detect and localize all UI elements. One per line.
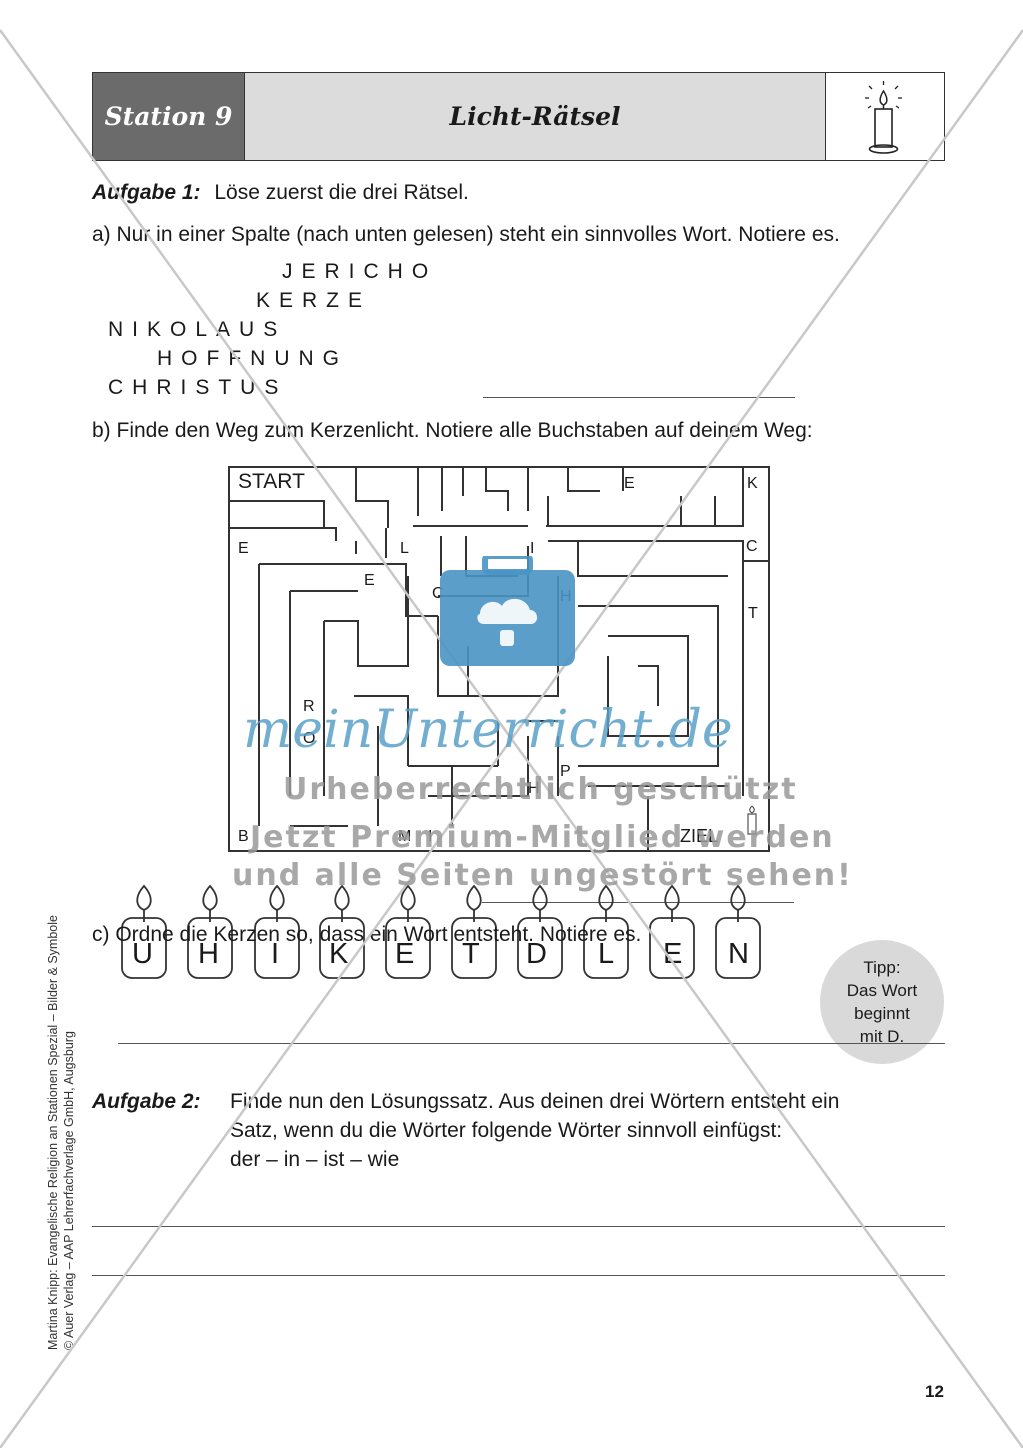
watermark-line: Jetzt Premium-Mitglied werden [250,820,835,855]
word-jericho: JERICHO [282,260,438,283]
candle-flame [136,884,152,911]
copyright-line: Martina Knipp: Evangelische Religion an … [46,915,60,1350]
answer-line-task2[interactable] [92,1275,945,1277]
copyright-note: Martina Knipp: Evangelische Religion an … [45,870,77,1350]
tip-line: beginnt [854,1004,910,1023]
station-header: Station 9 Licht-Rätsel [92,72,945,161]
tip-line: mit D. [859,1027,905,1046]
candle-letter: N [728,938,749,970]
task1-instruction: Aufgabe 1: Löse zuerst die drei Rätsel. [92,180,469,206]
task1a-text: a) Nur in einer Spalte (nach unten geles… [92,223,840,246]
copyright-line: © Auer Verlag – AAP Lehrerfachverlage Gm… [62,1031,76,1350]
candle-flame [202,884,218,911]
briefcase-logo-icon [440,553,575,666]
maze-start: START [238,470,305,493]
maze-letter: E [364,572,375,589]
tip-line: Tipp: [863,958,901,977]
tip-bubble: Tipp: Das Wort beginnt mit D. [820,940,944,1064]
task1-label: Aufgabe 1: [92,181,201,204]
task1-text: Löse zuerst die drei Rätsel. [214,181,469,204]
word-christus: CHRISTUS [108,376,288,399]
task2-line: Satz, wenn du die Wörter folgende Wörter… [230,1119,783,1142]
candle-letter: E [663,938,683,970]
watermark-line: Urheberrechtlich geschützt [283,772,798,807]
maze-letter: T [748,605,758,622]
task2-words: der – in – ist – wie [230,1148,400,1171]
word-kerze: KERZE [256,289,372,312]
tip-line: Das Wort [846,981,918,1000]
task2-label: Aufgabe 2: [92,1090,201,1113]
maze-letter: E [624,475,635,492]
answer-line-a[interactable] [483,397,795,399]
watermark-brand: meinUnterricht.de [243,700,733,760]
word-hoffnung: HOFFNUNG [157,347,348,370]
task1c-text: c) Ordne die Kerzen so, dass ein Wort en… [92,923,642,946]
station-label: Station 9 [93,73,244,160]
watermark-line: und alle Seiten ungestört sehen! [232,858,853,893]
page-number: 12 [925,1382,944,1401]
page-title: Licht-Rätsel [244,73,826,160]
maze-letter: B [238,828,249,845]
task2-line: Finde nun den Lösungssatz. Aus deinen dr… [230,1090,840,1113]
maze-letter: E [238,540,249,557]
candle-icon [824,73,945,160]
task1b-text: b) Finde den Weg zum Kerzenlicht. Notier… [92,419,813,442]
maze-letter: L [400,540,409,557]
maze-letter: K [747,475,758,492]
answer-line-c[interactable] [118,1043,945,1045]
word-nikolaus: NIKOLAUS [108,318,287,341]
answer-line-task2[interactable] [92,1226,945,1228]
maze-letter: C [746,538,758,555]
